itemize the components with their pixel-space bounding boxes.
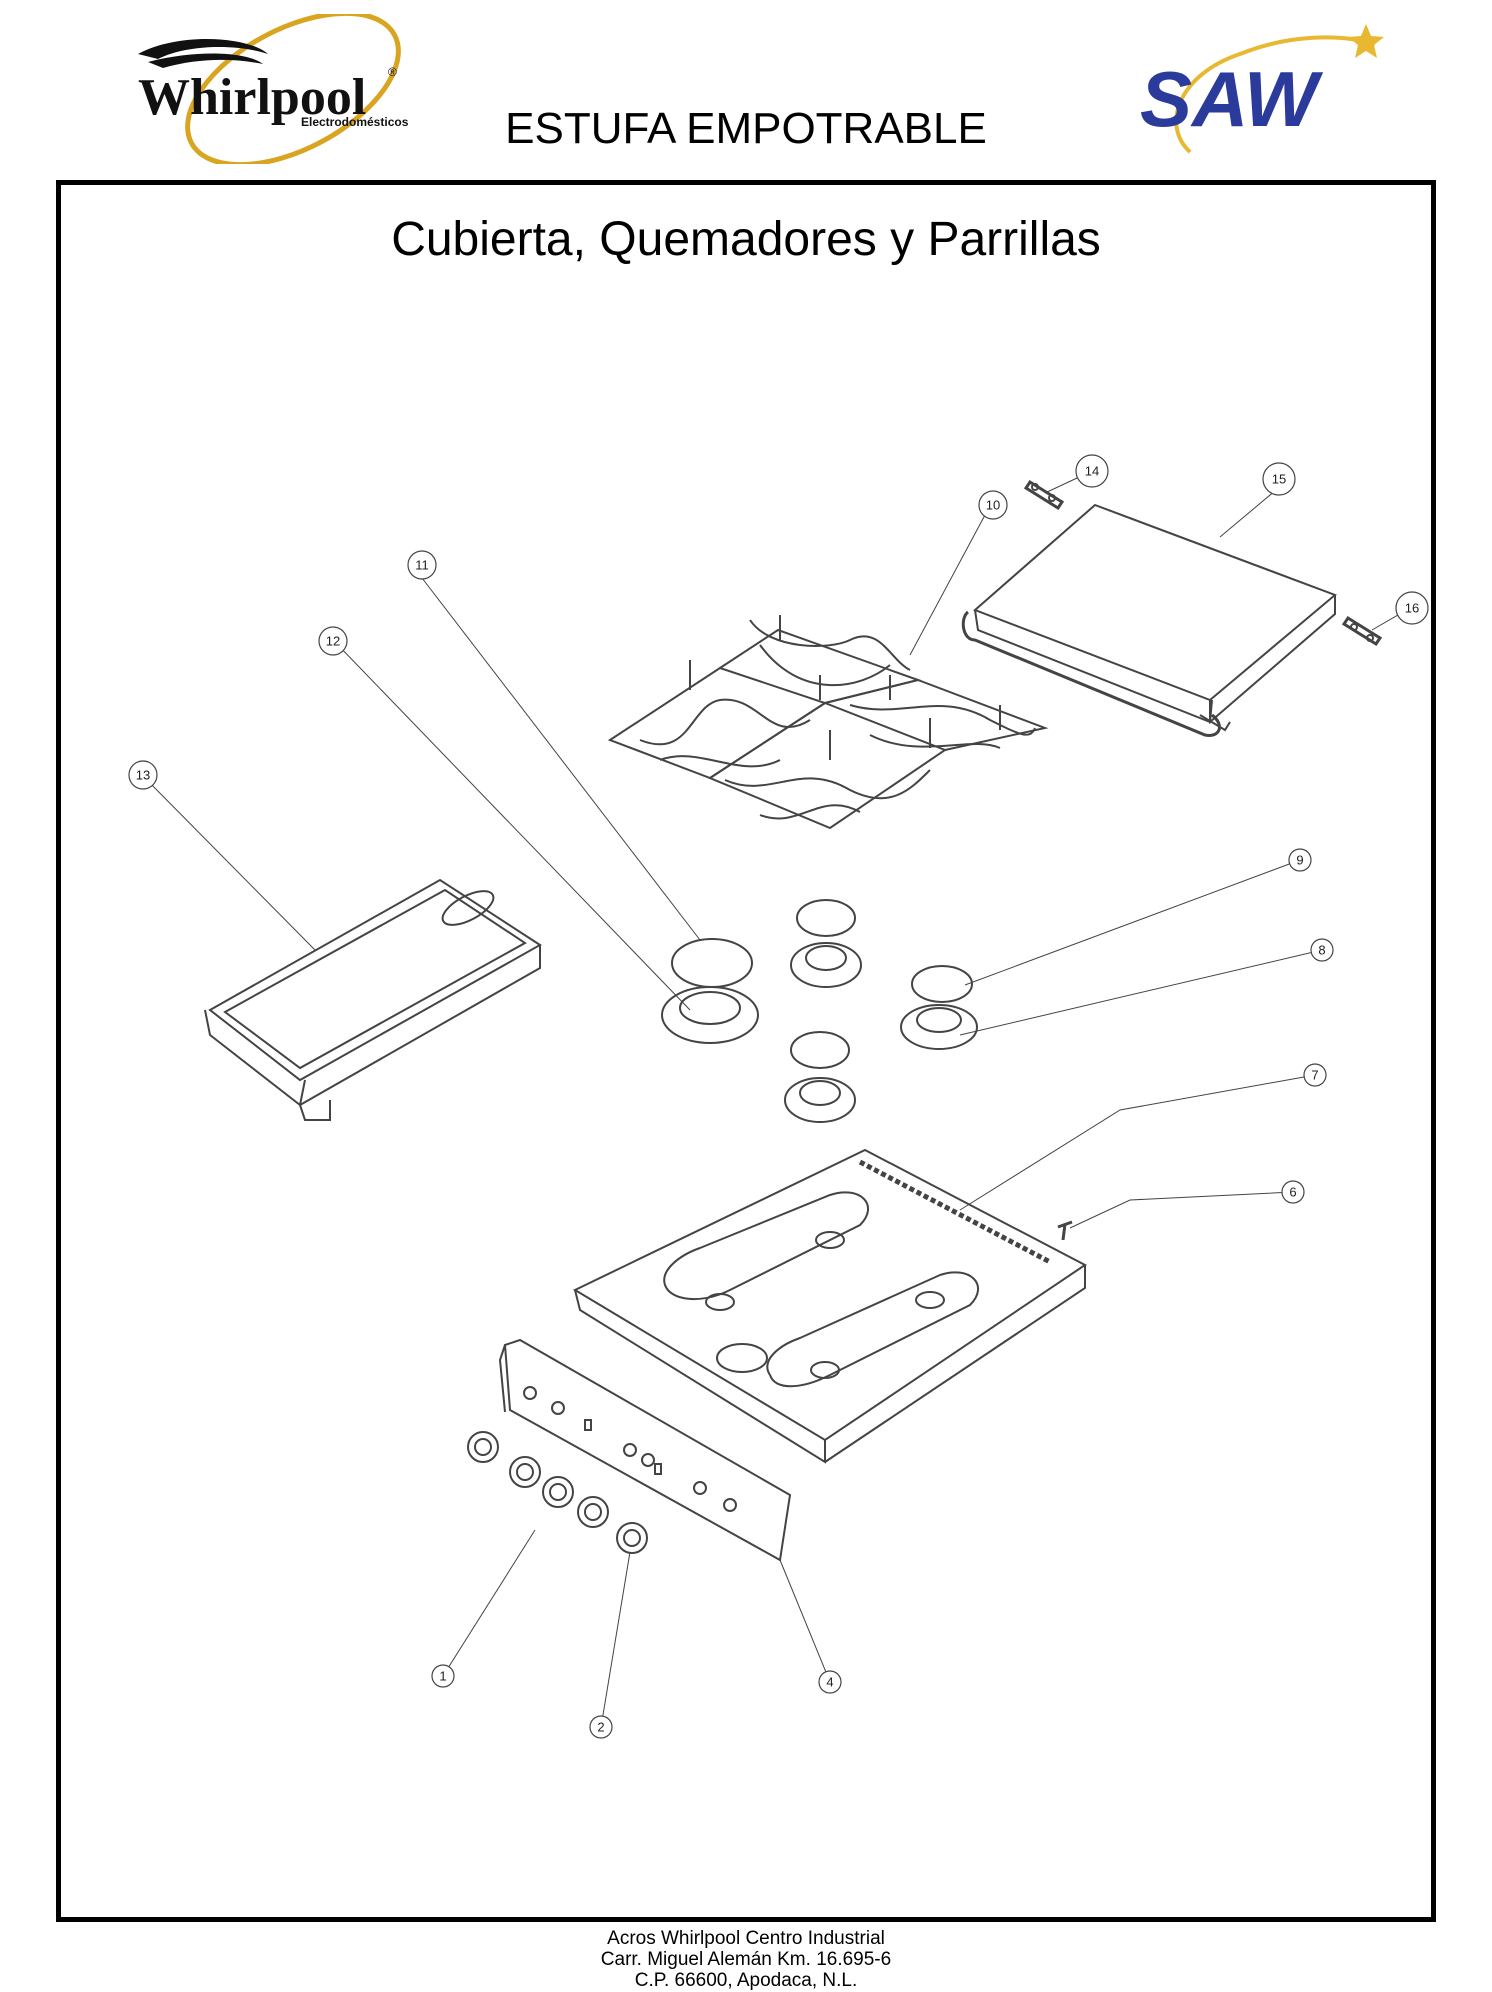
- callout-4: 4: [818, 1670, 842, 1694]
- cover-lid-part: [961, 503, 1337, 737]
- whirlpool-logo-icon: Whirlpool ® Electrodomésticos: [138, 14, 409, 164]
- document-title: ESTUFA EMPOTRABLE: [505, 104, 987, 153]
- svg-text:9: 9: [1296, 853, 1303, 868]
- svg-text:8: 8: [1318, 943, 1325, 958]
- screw-part: [1057, 1220, 1073, 1241]
- whirlpool-wordmark: Whirlpool: [138, 69, 366, 126]
- footer-line: Carr. Miguel Alemán Km. 16.695-6: [600, 1949, 892, 1970]
- hinge-part-left: [1023, 479, 1065, 511]
- callout-15: 15: [1262, 462, 1296, 496]
- svg-text:12: 12: [326, 634, 340, 649]
- callout-12: 12: [318, 626, 348, 656]
- callout-8: 8: [1310, 938, 1334, 962]
- svg-text:7: 7: [1311, 1068, 1318, 1083]
- knob-part: [467, 1431, 648, 1554]
- section-title: Cubierta, Quemadores y Parrillas: [391, 213, 1101, 266]
- leader-lines: [142, 470, 1411, 1728]
- footer-line: Acros Whirlpool Centro Industrial: [607, 1928, 885, 1949]
- callout-group: 1 2 4 6 7 8 9 10 11 12 13 14 15 16: [128, 454, 1429, 1739]
- burner-cap-part: [671, 899, 973, 1069]
- saw-wordmark: SAW: [1140, 55, 1324, 143]
- callout-10: 10: [978, 490, 1008, 520]
- hinge-part-right: [1341, 615, 1383, 647]
- svg-text:2: 2: [597, 1720, 604, 1735]
- griddle-part: [204, 878, 542, 1121]
- svg-text:10: 10: [986, 498, 1000, 513]
- svg-text:16: 16: [1405, 601, 1419, 616]
- callout-9: 9: [1288, 848, 1312, 872]
- callout-11: 11: [407, 550, 437, 580]
- callout-13: 13: [128, 760, 158, 790]
- svg-text:6: 6: [1289, 1185, 1296, 1200]
- exploded-parts-diagram: 1 2 4 6 7 8 9 10 11 12 13 14 15 16: [128, 454, 1429, 1739]
- callout-16: 16: [1395, 591, 1429, 625]
- footer-line: C.P. 66600, Apodaca, N.L.: [634, 1970, 858, 1991]
- whirlpool-tagline: Electrodomésticos: [301, 115, 409, 129]
- svg-text:15: 15: [1272, 472, 1286, 487]
- burner-base-part: [661, 942, 978, 1123]
- cooktop-part: [572, 1148, 1087, 1464]
- svg-text:14: 14: [1085, 464, 1099, 479]
- callout-14: 14: [1075, 454, 1109, 488]
- svg-text:1: 1: [439, 1669, 446, 1684]
- callout-2: 2: [589, 1715, 613, 1739]
- saw-logo-icon: SAW: [1140, 24, 1384, 154]
- control-panel-part: [498, 1338, 792, 1562]
- footer-address: Acros Whirlpool Centro Industrial Carr. …: [0, 1928, 1492, 1991]
- svg-text:11: 11: [415, 558, 429, 573]
- grate-part: [607, 615, 1049, 830]
- svg-text:®: ®: [388, 65, 397, 79]
- callout-7: 7: [1303, 1063, 1327, 1087]
- diagram-frame: [56, 180, 1436, 1922]
- svg-text:13: 13: [136, 768, 150, 783]
- svg-text:4: 4: [826, 1675, 833, 1690]
- callout-1: 1: [431, 1664, 455, 1688]
- callout-6: 6: [1281, 1180, 1305, 1204]
